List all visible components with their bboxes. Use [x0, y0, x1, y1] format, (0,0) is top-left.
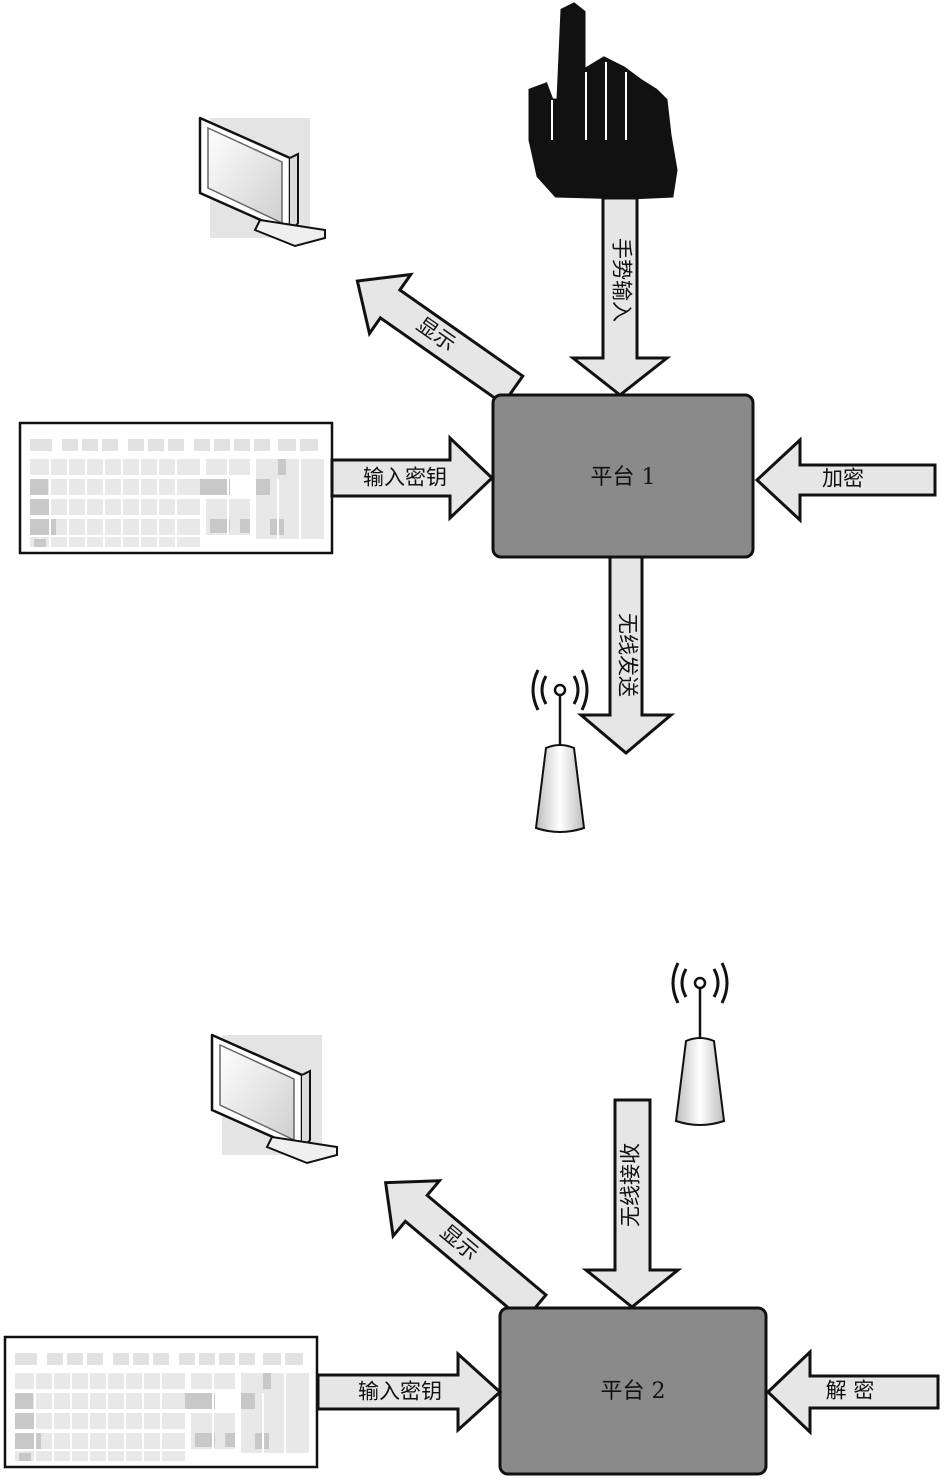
gesture-input-label: 手势输入 [610, 238, 634, 322]
wireless-receive-arrow [581, 1098, 683, 1309]
platform-1-label: 平台 1 [591, 465, 656, 490]
input-key-label: 输入密钥 [363, 466, 447, 490]
input-key-arrow [330, 434, 495, 522]
encrypt-label: 加密 [822, 467, 864, 491]
display-arrow-2 [383, 1179, 549, 1324]
decrypt-arrow [765, 1348, 940, 1436]
platform-2-label: 平台 2 [601, 1379, 666, 1404]
decrypt-label: 解 密 [826, 1379, 875, 1403]
wireless-send-label: 无线发送 [616, 613, 640, 697]
monitor-icon [198, 116, 327, 248]
input-key-arrow-2 [316, 1350, 503, 1434]
input-key-label-2: 输入密钥 [358, 1380, 442, 1404]
pointing-hand-icon [528, 2, 678, 200]
gesture-input-arrow [568, 196, 672, 397]
monitor-icon [210, 1033, 339, 1165]
wireless-receive-label: 无线接收 [619, 1143, 643, 1227]
encrypt-arrow [754, 436, 937, 524]
keyboard-icon [3, 1335, 319, 1469]
keyboard-icon [18, 421, 334, 555]
display-arrow [355, 272, 525, 407]
wireless-antenna-icon [531, 668, 589, 834]
wireless-send-arrow [576, 555, 676, 755]
wireless-antenna-icon [671, 961, 729, 1127]
